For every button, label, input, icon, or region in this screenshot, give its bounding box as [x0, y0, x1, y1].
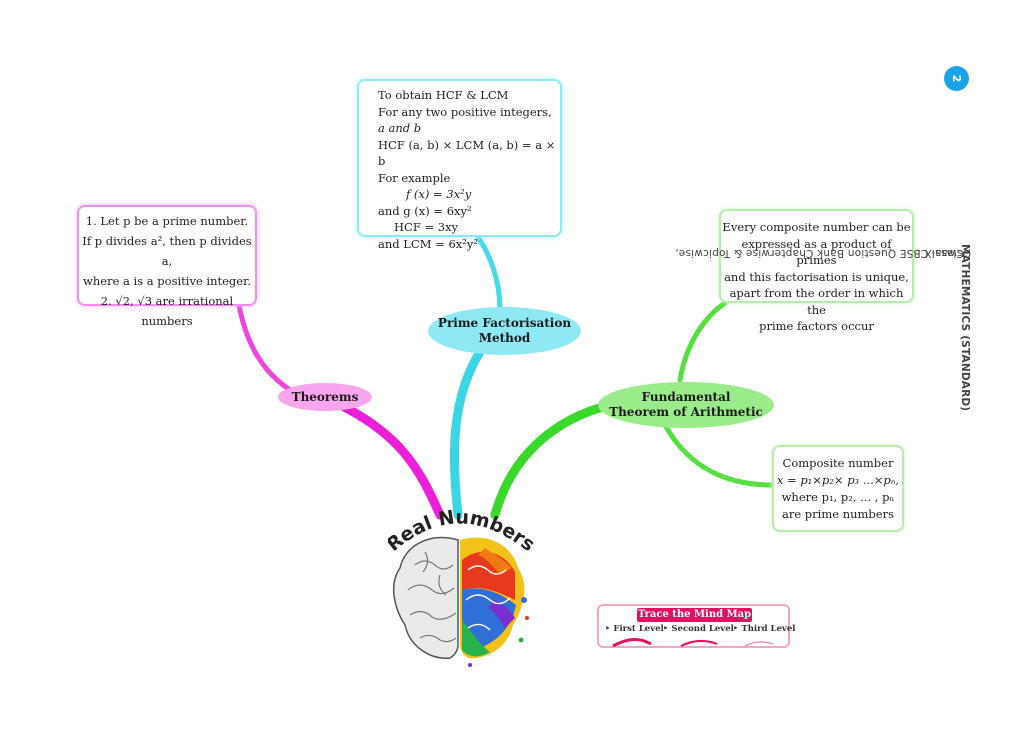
pf-note-line: a and b: [378, 121, 422, 135]
composite-note-line: x = p₁×p₂× p₃ ...×pₙ,: [776, 473, 900, 487]
pf-note-line: For example: [378, 170, 451, 185]
fundamental-theorem-note-box: Every composite number can be expressed …: [719, 209, 914, 333]
composite-note-line: are prime numbers: [781, 507, 894, 521]
pf-example-line: and g (x) = 6xy²: [378, 203, 472, 218]
pf-note-line: To obtain HCF & LCM: [378, 88, 509, 102]
bullet-icon: ‣: [663, 624, 672, 634]
node-fta-label-line2: Theorem of Arithmetic: [609, 405, 763, 419]
node-prime-label-line2: Method: [478, 331, 531, 345]
composite-note-line: where p₁, p₂, ... , pₙ: [781, 490, 895, 504]
pf-example-line: and LCM = 6x²y²: [378, 236, 478, 251]
theorems-note-line: where a is a positive integer.: [83, 274, 251, 288]
node-fta-label-line1: Fundamental: [641, 390, 731, 404]
pf-example-line: f (x) = 3x²y: [406, 187, 472, 201]
fta-note-line: and this factorisation is unique,: [724, 269, 909, 284]
composite-note-line: Composite number: [782, 456, 894, 470]
side-title-suffix: , Class-X: [924, 247, 971, 259]
legend-level-swatches: [612, 638, 774, 648]
node-fundamental-theorem[interactable]: Fundamental Theorem of Arithmetic: [598, 382, 774, 428]
node-prime-label-line1: Prime Factorisation: [437, 316, 572, 330]
node-prime-factorisation[interactable]: Prime Factorisation Method: [428, 307, 581, 355]
composite-number-note-box: Composite number x = p₁×p₂× p₃ ...×pₙ, w…: [772, 445, 904, 532]
pf-note-line: HCF (a, b) × LCM (a, b) = a × b: [378, 137, 556, 169]
svg-text:Real Numbers: Real Numbers: [388, 506, 538, 556]
central-topic-title: Real Numbers: [388, 506, 538, 556]
fta-note-line: apart from the order in which the: [729, 286, 904, 317]
theorems-note-line: If p divides a², then p divides a,: [82, 234, 252, 268]
node-theorems[interactable]: Theorems: [278, 383, 372, 411]
link-theorems-note: [235, 297, 293, 393]
legend-second-label: Second Level: [671, 624, 734, 634]
legend-third-label: Third Level: [741, 624, 796, 634]
legend-first-label: First Level: [613, 624, 664, 634]
page-number-badge: 2: [944, 66, 969, 91]
link-center-fta: [490, 400, 615, 520]
page-number: 2: [950, 74, 963, 83]
brain-illustration: [392, 536, 529, 667]
side-title-subject: MATHEMATICS (STANDARD): [959, 244, 971, 412]
link-fta-note: [677, 300, 728, 383]
node-theorems-label: Theorems: [291, 389, 359, 404]
second-level-swatch: [680, 640, 718, 647]
prime-factorisation-note-box: To obtain HCF & LCM For any two positive…: [357, 79, 562, 251]
legend-item-second: ‣ Second Level: [663, 624, 734, 634]
link-fta-composite: [662, 422, 775, 488]
link-center-prime: [449, 347, 485, 520]
bullet-icon: ‣: [733, 624, 742, 634]
third-level-swatch: [744, 641, 774, 647]
fta-note-line: expressed as a product of primes: [741, 236, 892, 268]
book-side-title: Oswaal CBSE Question Bank Chapterwise & …: [675, 244, 972, 674]
mind-map-legend: Trace the Mind Map ⚄ ‣ First Level ‣ Sec…: [597, 604, 795, 648]
legend-title-text: Trace the Mind Map: [637, 609, 752, 620]
book-side-title-text: Oswaal CBSE Question Bank Chapterwise & …: [675, 244, 971, 412]
link-center-theorems: [320, 393, 445, 520]
brain-icon: ⚄: [690, 624, 699, 634]
first-level-swatch: [612, 638, 652, 648]
legend-item-third: ‣ Third Level: [733, 624, 795, 634]
pf-note-line: For any two positive integers,: [378, 104, 552, 119]
link-prime-note: [475, 234, 503, 313]
pf-example-line: HCF = 3xy: [394, 220, 459, 234]
fta-note-line: prime factors occur: [759, 319, 874, 333]
theorems-note-line: 1. Let p be a prime number.: [85, 214, 249, 228]
legend-title: Trace the Mind Map ⚄: [637, 608, 752, 634]
bullet-icon: ‣: [605, 624, 614, 634]
legend-item-first: ‣ First Level: [605, 624, 664, 634]
fta-note-line: Every composite number can be: [722, 220, 911, 234]
theorems-note-box: 1. Let p be a prime number. If p divides…: [77, 205, 257, 328]
theorems-note-line: 2. √2, √3 are irrational numbers: [100, 294, 234, 328]
